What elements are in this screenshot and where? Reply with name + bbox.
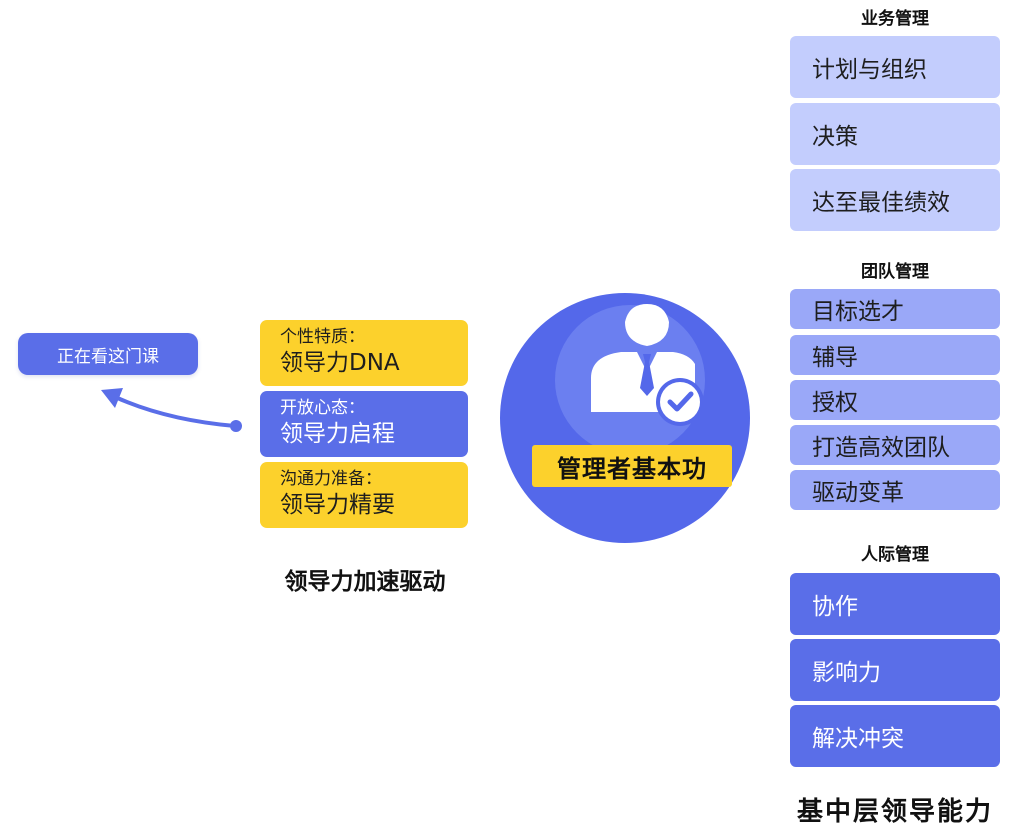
center-label: 管理者基本功 [532,445,732,487]
category-title-interpersonal: 人际管理 [861,545,929,565]
skill-item[interactable]: 达至最佳绩效 [790,169,1000,231]
skill-item[interactable]: 解决冲突 [790,705,1000,767]
skill-item[interactable]: 驱动变革 [790,470,1000,510]
course-stack-title: 领导力加速驱动 [284,569,446,595]
skill-item[interactable]: 打造高效团队 [790,425,1000,465]
skill-item[interactable]: 决策 [790,103,1000,165]
category-title-team: 团队管理 [861,262,929,282]
course-card-subtitle: 沟通力准备： [280,469,382,489]
course-card-dna[interactable]: 个性特质： 领导力DNA [260,320,468,386]
right-column-title: 基中层领导能力 [796,797,993,827]
skill-item[interactable]: 授权 [790,380,1000,420]
skill-item[interactable]: 目标选才 [790,289,1000,329]
course-card-subtitle: 开放心态： [280,398,365,418]
arrow-tail-dot [230,420,242,432]
skill-item[interactable]: 辅导 [790,335,1000,375]
manager-check-icon [591,304,704,426]
category-title-business: 业务管理 [861,9,929,29]
course-card-title: 领导力DNA [280,350,400,376]
arrow-line [111,394,237,428]
course-card-essentials[interactable]: 沟通力准备： 领导力精要 [260,462,468,528]
course-card-title: 领导力精要 [280,492,395,518]
course-card-journey[interactable]: 开放心态： 领导力启程 [260,391,468,457]
skill-item[interactable]: 影响力 [790,639,1000,701]
arrow-connector [101,388,242,432]
course-card-title: 领导力启程 [280,421,395,447]
current-course-pill[interactable]: 正在看这门课 [18,333,198,375]
course-card-subtitle: 个性特质： [280,327,365,347]
skill-item[interactable]: 协作 [790,573,1000,635]
skill-item[interactable]: 计划与组织 [790,36,1000,98]
arrow-head-icon [101,388,123,408]
